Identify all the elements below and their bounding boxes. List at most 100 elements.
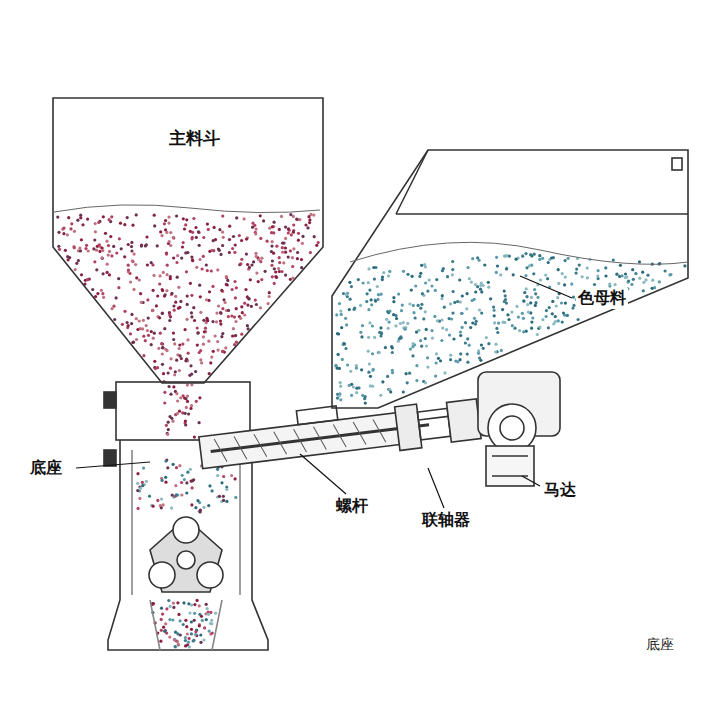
- particle: [477, 349, 480, 352]
- particle: [292, 223, 295, 226]
- particle: [62, 226, 65, 229]
- particle: [224, 346, 227, 349]
- particle: [184, 636, 187, 639]
- particle: [166, 349, 169, 352]
- gearbox: [486, 446, 534, 486]
- particle: [627, 280, 630, 283]
- particle: [161, 363, 164, 366]
- particle: [372, 266, 375, 269]
- particle: [566, 314, 569, 317]
- particle: [257, 280, 260, 283]
- particle: [466, 292, 469, 295]
- particle: [222, 475, 225, 478]
- particle: [470, 281, 473, 284]
- particle: [230, 314, 233, 317]
- particle: [93, 260, 96, 263]
- particle: [219, 323, 222, 326]
- particle: [201, 619, 204, 622]
- particle: [184, 619, 187, 622]
- particle: [176, 276, 179, 279]
- particle: [270, 231, 273, 234]
- particle: [507, 318, 510, 321]
- bolt: [104, 450, 116, 466]
- particle: [151, 309, 154, 312]
- particle: [369, 375, 372, 378]
- particle: [178, 464, 181, 467]
- particle: [658, 280, 661, 283]
- particle: [142, 467, 145, 470]
- particle: [174, 295, 177, 298]
- particle: [450, 317, 453, 320]
- particle: [259, 237, 262, 240]
- particle: [532, 272, 535, 275]
- particle: [420, 303, 423, 306]
- particle: [531, 316, 534, 319]
- particle: [220, 335, 223, 338]
- particle: [153, 214, 156, 217]
- particle: [339, 310, 342, 313]
- particle: [536, 296, 539, 299]
- particle: [211, 285, 214, 288]
- particle: [161, 346, 164, 349]
- particle: [192, 639, 195, 642]
- motor-end-inner: [500, 416, 524, 440]
- particle: [496, 331, 499, 334]
- particle: [551, 300, 554, 303]
- particle: [202, 335, 205, 338]
- particle: [174, 645, 177, 648]
- particle: [533, 253, 536, 256]
- particle: [80, 238, 83, 241]
- particle: [220, 289, 223, 292]
- particle: [586, 267, 589, 270]
- particle: [392, 300, 395, 303]
- particle: [248, 266, 251, 269]
- particle: [465, 307, 468, 310]
- particle: [218, 228, 221, 231]
- particle: [524, 274, 527, 277]
- particle: [100, 289, 103, 292]
- particle: [360, 335, 363, 338]
- particle: [312, 214, 315, 217]
- particle: [176, 399, 179, 402]
- particle: [203, 330, 206, 333]
- particle: [174, 301, 177, 304]
- particle: [225, 488, 228, 491]
- particle: [386, 310, 389, 313]
- particle: [271, 275, 274, 278]
- particle: [496, 264, 499, 267]
- particle: [160, 629, 163, 632]
- particle: [254, 232, 257, 235]
- particle: [359, 331, 362, 334]
- particle: [461, 326, 464, 329]
- particle: [424, 281, 427, 284]
- particle: [443, 371, 446, 374]
- particle: [105, 240, 108, 243]
- particle: [177, 613, 180, 616]
- particle: [469, 326, 472, 329]
- particle: [150, 330, 153, 333]
- particle: [240, 305, 243, 308]
- particle: [530, 321, 533, 324]
- particle: [159, 640, 162, 643]
- particle: [156, 294, 159, 297]
- particle: [195, 400, 198, 403]
- particle: [67, 216, 70, 219]
- particle: [434, 375, 437, 378]
- particle: [556, 296, 559, 299]
- particle: [138, 319, 141, 322]
- particle: [188, 374, 191, 377]
- particle: [244, 288, 247, 291]
- particle: [348, 384, 351, 387]
- particle: [415, 379, 418, 382]
- particle: [166, 273, 169, 276]
- particle: [349, 298, 352, 301]
- particle: [196, 326, 199, 329]
- particle: [186, 384, 189, 387]
- particle: [207, 504, 210, 507]
- particle: [155, 304, 158, 307]
- particle: [391, 346, 394, 349]
- particle: [161, 352, 164, 355]
- particle: [341, 358, 344, 361]
- particle: [373, 278, 376, 281]
- particle: [167, 216, 170, 219]
